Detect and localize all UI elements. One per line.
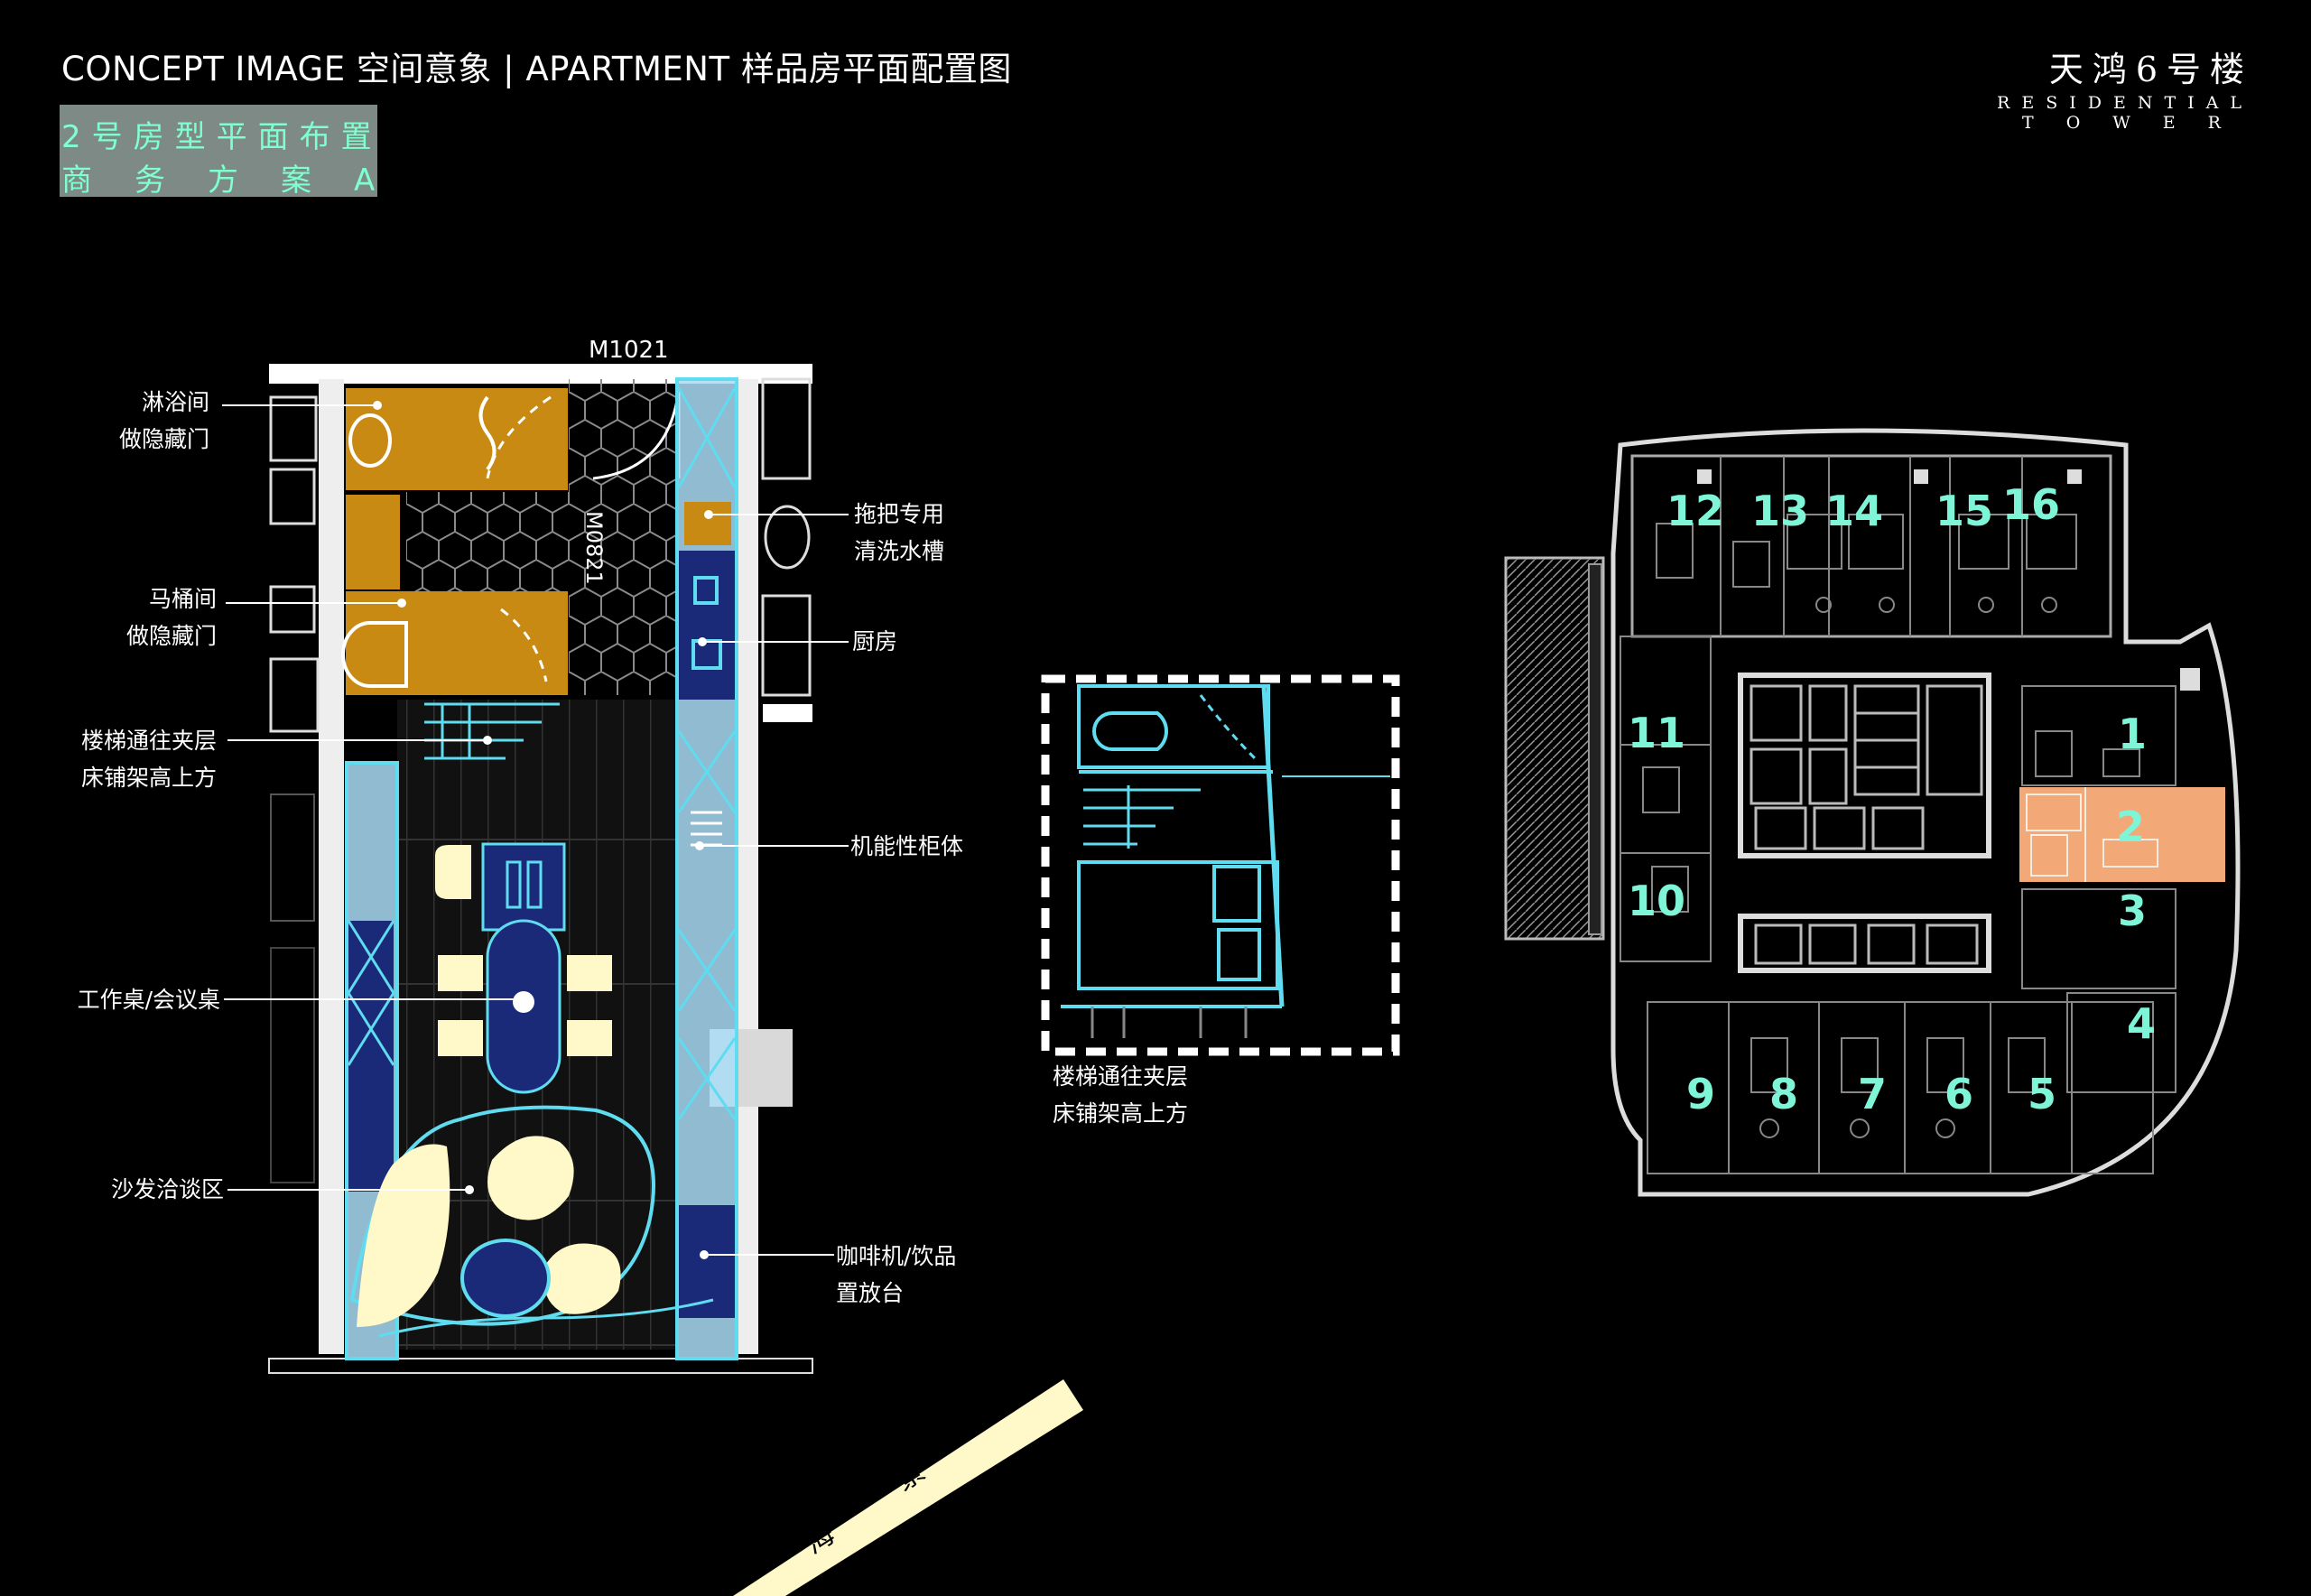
unit-number-6: 6 bbox=[1944, 1070, 1973, 1118]
unit-number-10: 10 bbox=[1628, 877, 1685, 925]
unit-number-16: 16 bbox=[2002, 480, 2060, 529]
unit-number-13: 13 bbox=[1751, 487, 1809, 535]
unit-number-labels: 1 2 3 4 5 6 7 8 9 10 11 12 13 14 15 16 bbox=[1628, 480, 2156, 1118]
unit-number-4: 4 bbox=[2127, 999, 2156, 1048]
unit-floor-plan bbox=[268, 364, 813, 1374]
callout-toilet: 马桶间 做隐藏门 bbox=[125, 586, 217, 649]
unit-number-1: 1 bbox=[2118, 710, 2147, 758]
brand-chinese-name: 天鸿6号楼 bbox=[2048, 50, 2253, 89]
sea-view-strip bbox=[733, 1379, 1083, 1596]
callout-leader-lines bbox=[222, 401, 849, 1259]
unit-number-2: 2 bbox=[2116, 803, 2145, 851]
unit-number-14: 14 bbox=[1825, 487, 1883, 535]
unit-number-12: 12 bbox=[1666, 487, 1724, 535]
unit-number-15: 15 bbox=[1935, 487, 1993, 535]
door-tag-m0821: M0821 bbox=[581, 511, 607, 585]
plan-type-badge: 2号房型平面布置 商务方案A bbox=[60, 105, 377, 199]
brand-english-line1: RESIDENTIAL bbox=[1997, 93, 2253, 113]
unit-number-7: 7 bbox=[1858, 1070, 1887, 1118]
badge-line-1: 2号房型平面布置 bbox=[61, 119, 383, 155]
page-title: CONCEPT IMAGE 空间意象 | APARTMENT 样品房平面配置图 bbox=[61, 50, 1012, 88]
unit-number-3: 3 bbox=[2118, 886, 2147, 935]
callout-stair: 楼梯通往夹层 床铺架高上方 bbox=[80, 728, 217, 791]
brand-english-line2: TOWER bbox=[2022, 113, 2253, 133]
brand-logo: 天鸿6号楼 RESIDENTIAL TOWER bbox=[1997, 42, 2253, 133]
tower-floor-plan bbox=[1504, 428, 2241, 1197]
callout-desk: 工作桌/会议桌 bbox=[77, 987, 220, 1013]
unit-number-11: 11 bbox=[1628, 709, 1685, 757]
callout-kitchen: 厨房 bbox=[852, 628, 898, 654]
detail-caption: 楼梯通往夹层 床铺架高上方 bbox=[1053, 1063, 1189, 1127]
unit-number-9: 9 bbox=[1686, 1070, 1715, 1118]
callout-sofa: 沙发洽谈区 bbox=[110, 1176, 224, 1202]
callout-mop-sink: 拖把专用 清洗水槽 bbox=[854, 501, 945, 564]
stair-detail-inset bbox=[1041, 674, 1400, 1056]
callout-coffee: 咖啡机/饮品 置放台 bbox=[836, 1243, 957, 1306]
unit-number-5: 5 bbox=[2028, 1070, 2056, 1118]
badge-line-2: 商务方案A bbox=[61, 162, 418, 199]
door-tag-m1021: M1021 bbox=[589, 337, 669, 364]
callout-cabinet: 机能性柜体 bbox=[850, 833, 964, 859]
callout-shower: 淋浴间 做隐藏门 bbox=[118, 389, 209, 452]
unit-number-8: 8 bbox=[1769, 1070, 1798, 1118]
